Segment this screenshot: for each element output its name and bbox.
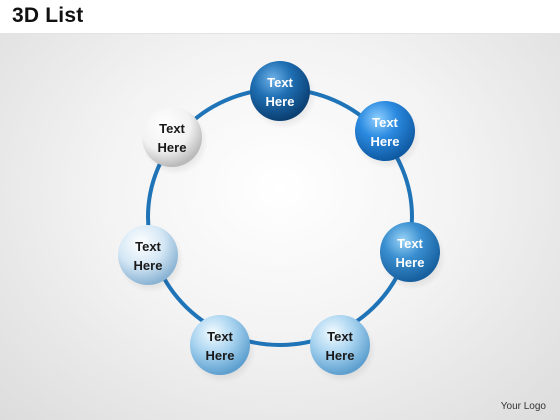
node-label-line1: Text	[267, 75, 293, 90]
node-label-line2: Here	[158, 140, 187, 155]
node-label-line2: Here	[206, 348, 235, 363]
node-sphere	[142, 107, 202, 167]
node-label-line1: Text	[207, 329, 233, 344]
logo-text: Your Logo	[500, 401, 546, 412]
node-label-line2: Here	[326, 348, 355, 363]
nodes-layer: TextHereTextHereTextHereTextHereTextHere…	[118, 61, 446, 383]
node-label-line2: Here	[396, 255, 425, 270]
node-label-line2: Here	[266, 94, 295, 109]
node-label-line1: Text	[135, 239, 161, 254]
node-sphere	[310, 315, 370, 375]
node-label-line1: Text	[159, 121, 185, 136]
title-bar: 3D List	[0, 0, 560, 34]
node-label-line1: Text	[372, 115, 398, 130]
node-label-line2: Here	[371, 134, 400, 149]
node-sphere	[250, 61, 310, 121]
node-sphere	[190, 315, 250, 375]
page-title: 3D List	[12, 4, 84, 27]
node-sphere	[380, 222, 440, 282]
node-label-line1: Text	[327, 329, 353, 344]
node-label-line1: Text	[397, 236, 423, 251]
node-sphere	[118, 225, 178, 285]
node-label-line2: Here	[134, 258, 163, 273]
node-sphere	[355, 101, 415, 161]
